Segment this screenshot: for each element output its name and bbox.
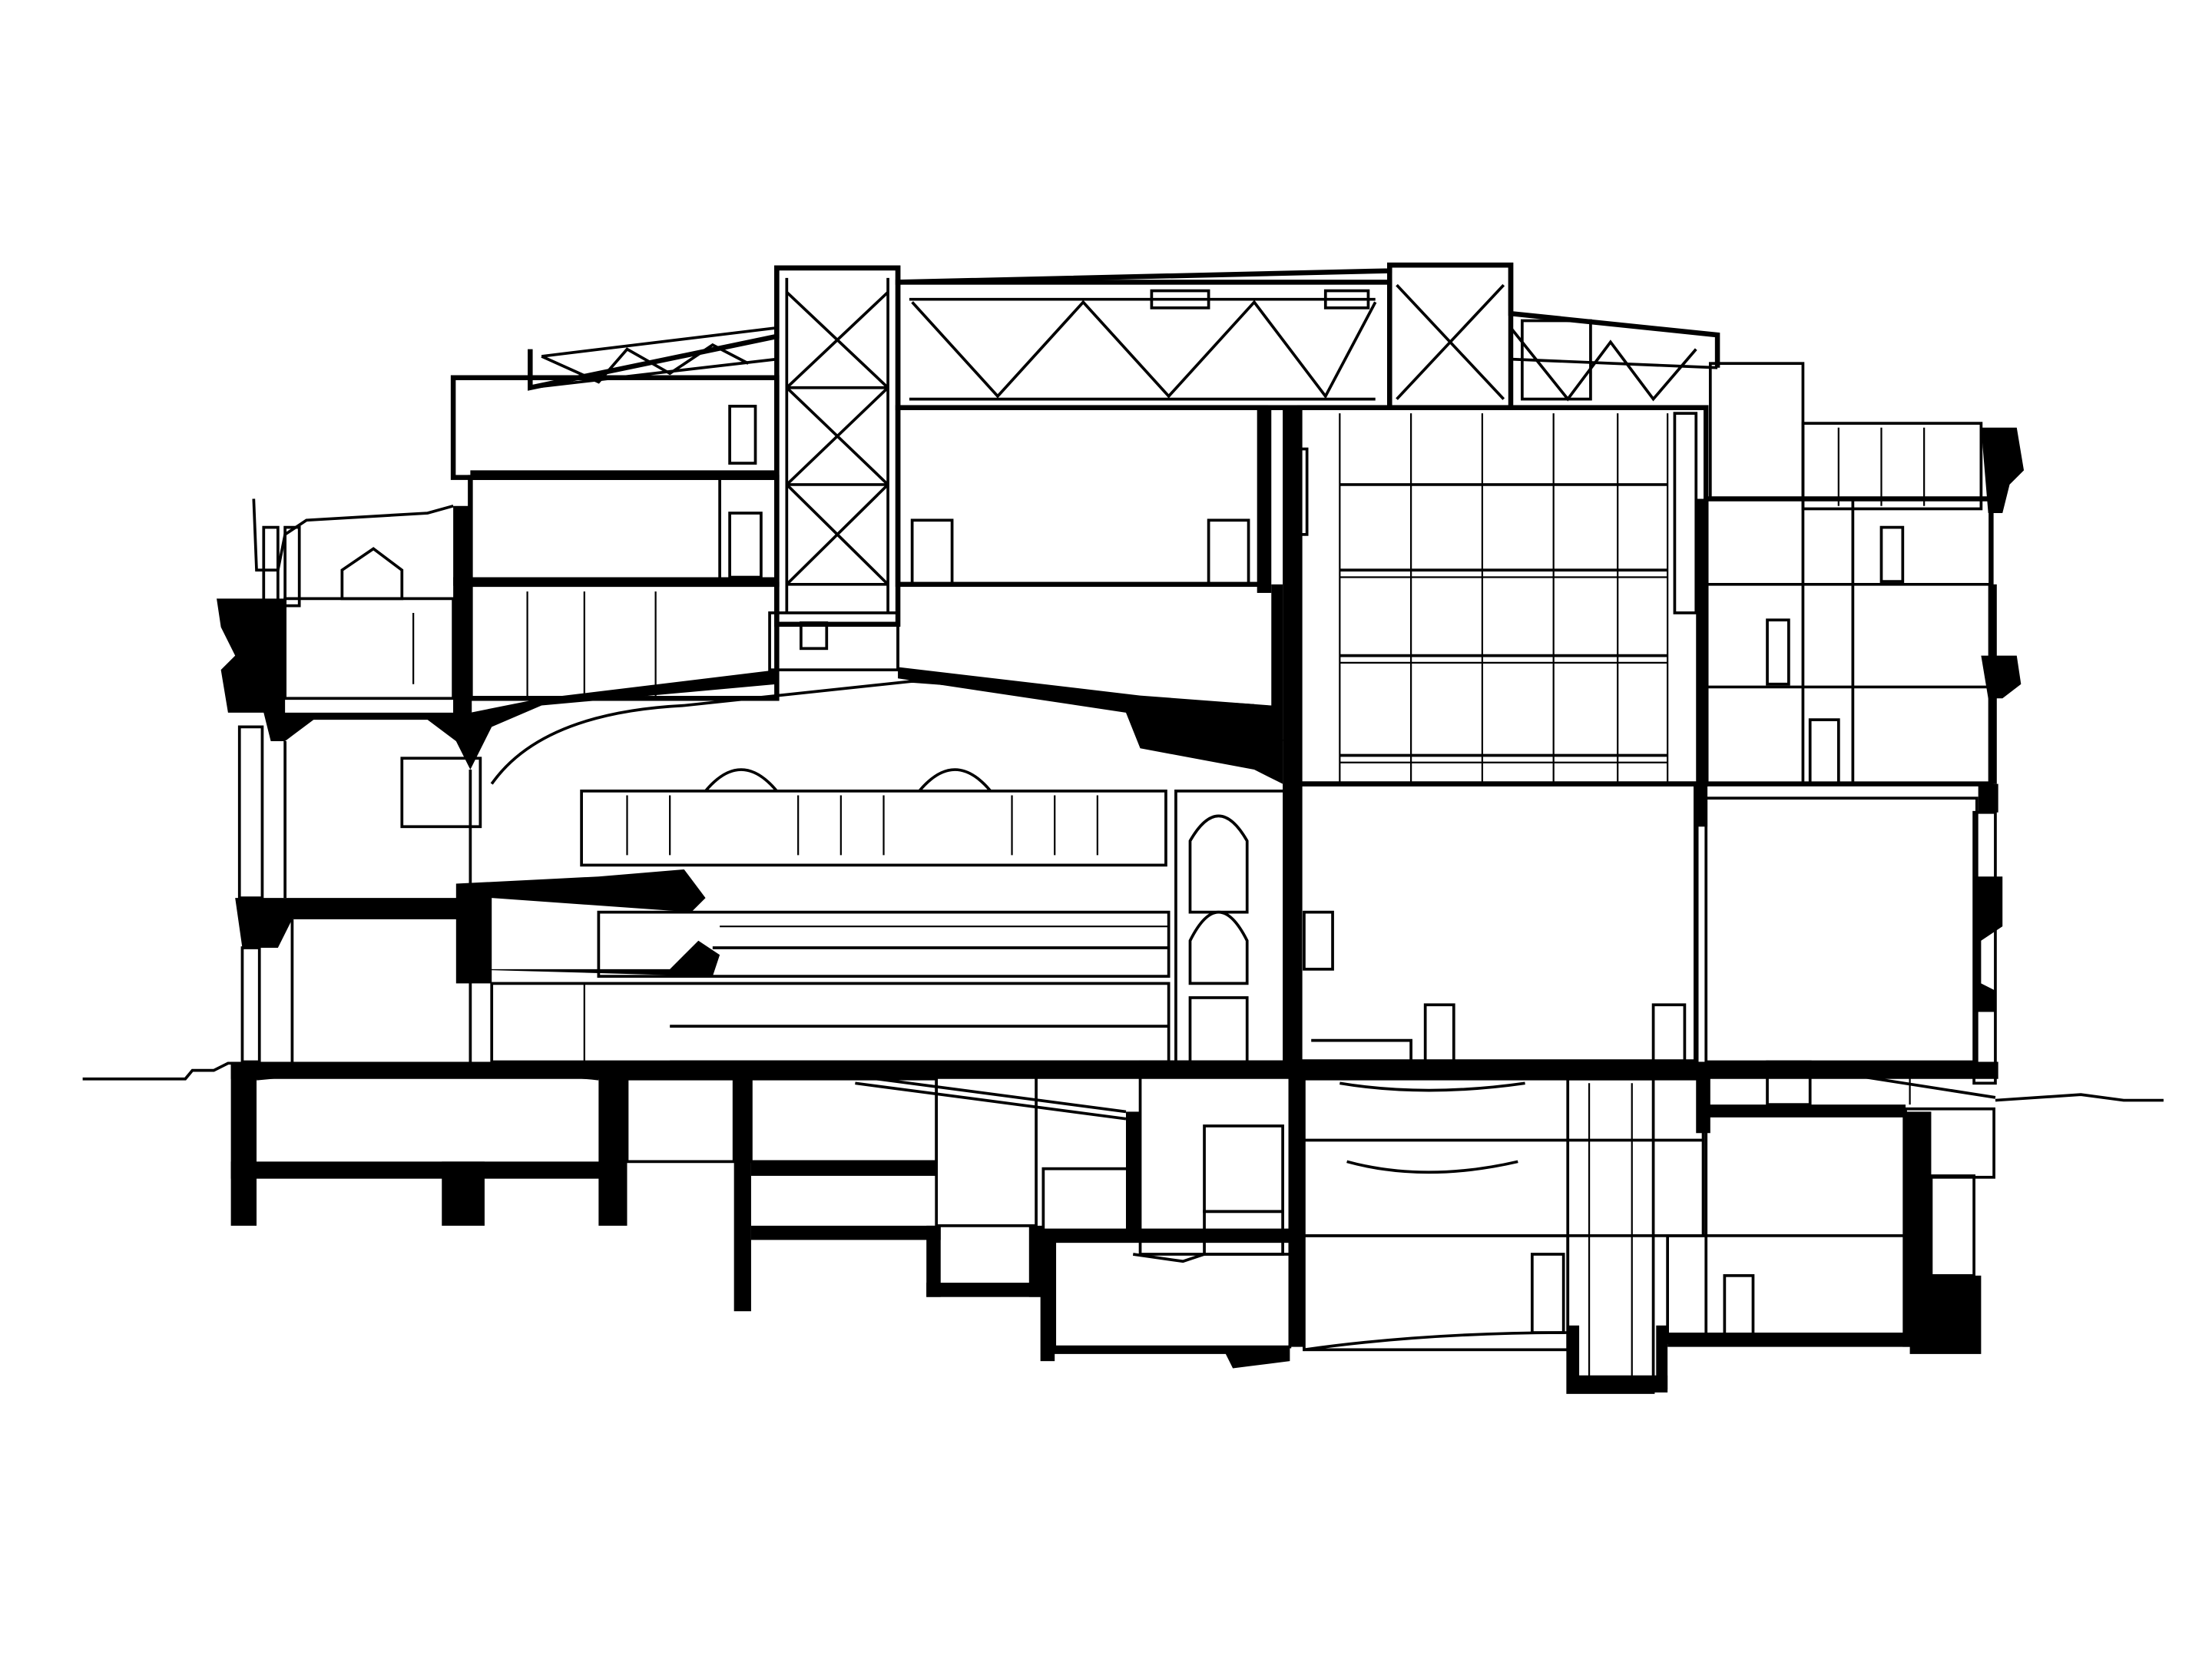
ground-line	[82, 1061, 2164, 1102]
basement-right	[1303, 1060, 1996, 1394]
basement-levels	[230, 1060, 1304, 1369]
upper-floors-left	[450, 375, 780, 713]
right-wing	[1696, 362, 2025, 1085]
ground-slab	[230, 1061, 1998, 1079]
stage-tower	[768, 405, 1709, 1065]
